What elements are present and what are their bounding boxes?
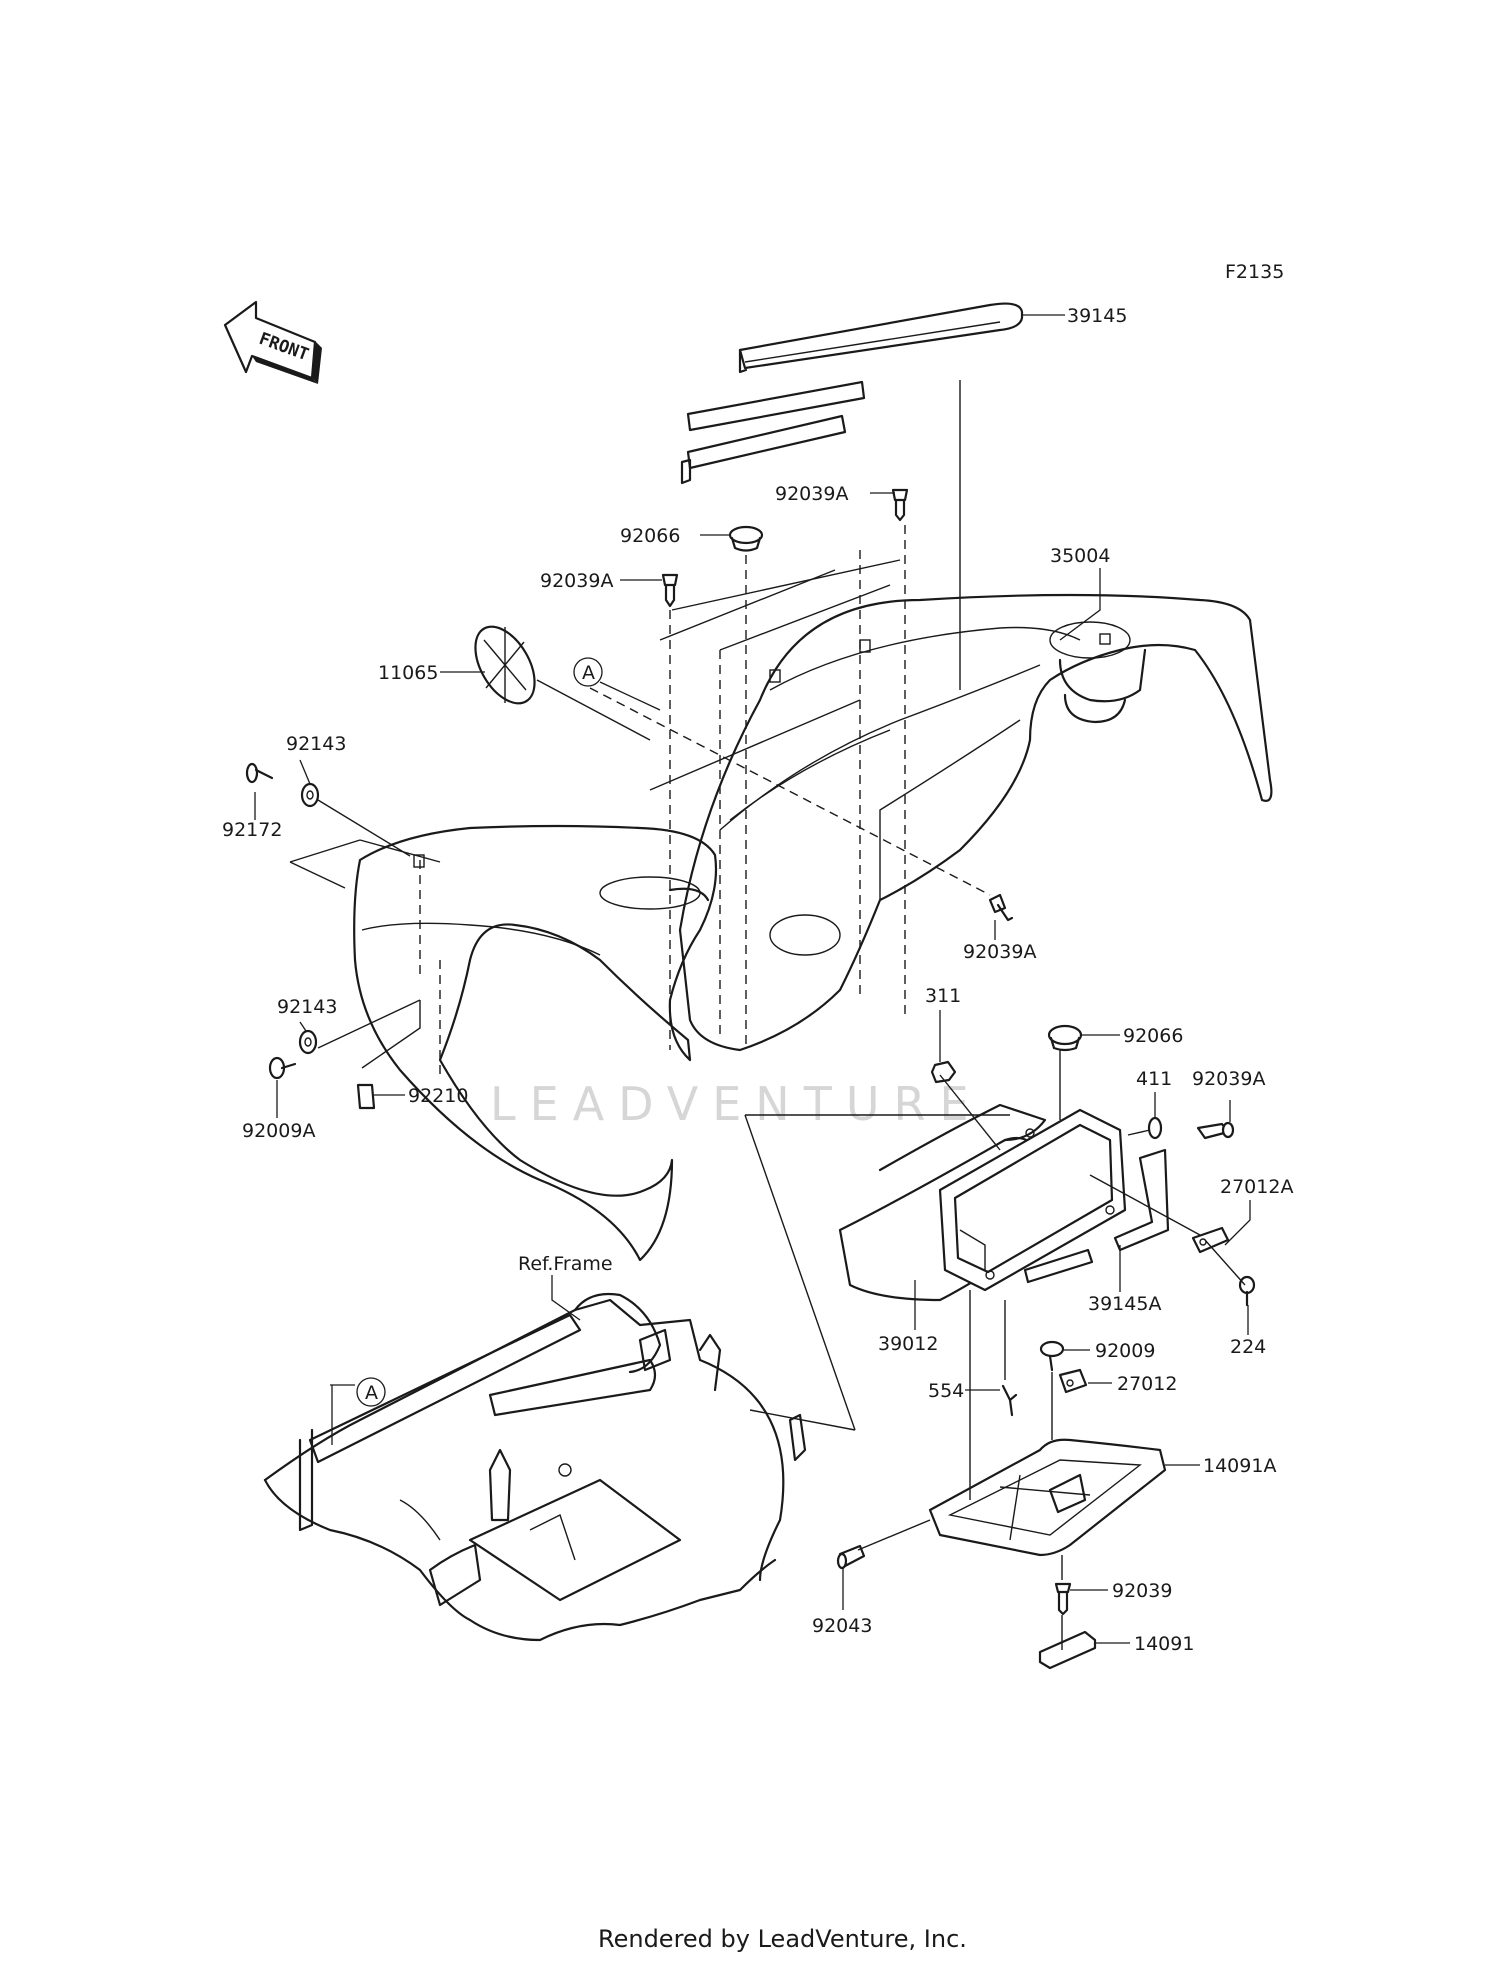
- label-14091a: 14091A: [1203, 1455, 1276, 1477]
- rivet-92039a-left: [661, 573, 679, 608]
- bolt-92009a: [268, 1056, 297, 1080]
- nut-311: [930, 1060, 957, 1084]
- callout-a-top: A: [573, 657, 603, 687]
- washer-92143-top: [300, 782, 320, 808]
- label-411: 411: [1136, 1068, 1172, 1090]
- label-92066-top: 92066: [620, 525, 680, 547]
- rivet-92039a-top: [891, 488, 909, 522]
- label-11065: 11065: [378, 662, 438, 684]
- bolt-92009: [1039, 1340, 1065, 1372]
- tray-14091a: [928, 1438, 1167, 1557]
- frame: [263, 1292, 807, 1642]
- label-92039: 92039: [1112, 1580, 1172, 1602]
- rivet-92039: [1054, 1582, 1072, 1616]
- label-92039a-left: 92039A: [540, 570, 613, 592]
- front-fender: [353, 824, 718, 1262]
- rivet-92039a-box: [1196, 1121, 1235, 1140]
- label-92009: 92009: [1095, 1340, 1155, 1362]
- callout-a-frame: A: [356, 1377, 386, 1407]
- footer-credit: Rendered by LeadVenture, Inc.: [598, 1925, 967, 1953]
- label-14091: 14091: [1134, 1633, 1194, 1655]
- label-92210: 92210: [408, 1085, 468, 1107]
- label-92043: 92043: [812, 1615, 872, 1637]
- label-27012: 27012: [1117, 1373, 1177, 1395]
- plug-92066-top: [728, 525, 764, 552]
- label-92066-right: 92066: [1123, 1025, 1183, 1047]
- clip-92210: [356, 1083, 376, 1110]
- label-92039a-box: 92039A: [1192, 1068, 1265, 1090]
- label-39145: 39145: [1067, 305, 1127, 327]
- label-35004: 35004: [1050, 545, 1110, 567]
- label-224: 224: [1230, 1336, 1266, 1358]
- pin-92043: [836, 1544, 866, 1570]
- label-92143-top: 92143: [286, 733, 346, 755]
- watermark: LEADVENTURE: [490, 1077, 983, 1131]
- label-554: 554: [928, 1380, 964, 1402]
- washer-411: [1147, 1116, 1163, 1140]
- rivet-92039a-right: [988, 893, 1014, 922]
- svg-text:A: A: [582, 662, 595, 684]
- trim-strip-39145: [680, 302, 1024, 485]
- rear-fender-35004: [678, 593, 1273, 1052]
- bracket-27012: [1058, 1368, 1088, 1394]
- storage-box-39012: [838, 1103, 1127, 1302]
- cap-11065: [474, 625, 536, 705]
- diagram-code: F2135: [1225, 261, 1284, 283]
- label-92143-bottom: 92143: [277, 996, 337, 1018]
- pin-554: [1001, 1384, 1018, 1417]
- label-39145a: 39145A: [1088, 1293, 1161, 1315]
- svg-text:A: A: [365, 1382, 378, 1404]
- label-92039a-top: 92039A: [775, 483, 848, 505]
- callout-lines: [254, 314, 1251, 1644]
- label-92009a: 92009A: [242, 1120, 315, 1142]
- label-311: 311: [925, 985, 961, 1007]
- label-39012: 39012: [878, 1333, 938, 1355]
- assembly-lines: [289, 380, 1246, 1650]
- label-92172: 92172: [222, 819, 282, 841]
- label-ref-frame: Ref.Frame: [518, 1253, 613, 1275]
- bracket-27012a: [1191, 1226, 1230, 1254]
- front-arrow-icon: FRONT: [223, 300, 322, 384]
- latch-14091: [1038, 1630, 1097, 1670]
- plug-92066-right: [1047, 1024, 1083, 1052]
- washer-92143-bottom: [298, 1029, 318, 1055]
- label-27012a: 27012A: [1220, 1176, 1293, 1198]
- bolt-224: [1238, 1275, 1256, 1307]
- label-92039a-right: 92039A: [963, 941, 1036, 963]
- screw-92172: [245, 762, 274, 784]
